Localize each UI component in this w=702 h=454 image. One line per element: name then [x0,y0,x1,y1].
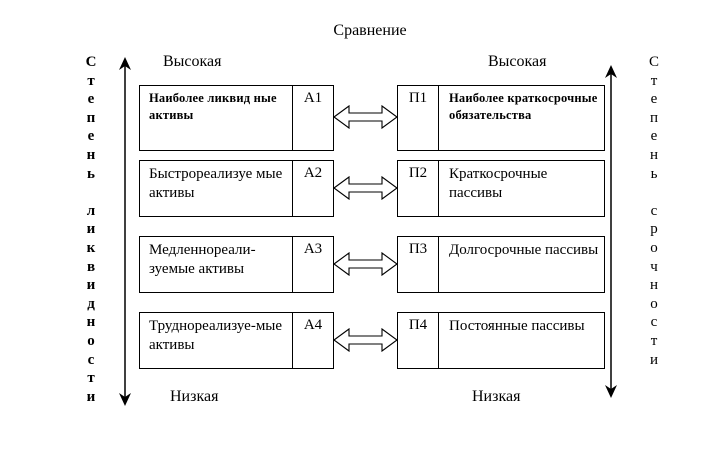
asset-description: Быстрореализуе мые активы [140,161,293,216]
vertical-label-letter: ь [87,165,95,182]
liability-description: Краткосрочные пассивы [449,166,548,201]
liability-box: П2 Краткосрочные пассивы [397,160,605,217]
liability-box: П4 Постоянные пассивы [397,312,605,369]
right-top-label: Высокая [488,53,547,70]
liability-code: П4 [398,313,439,368]
asset-code: A1 [303,90,323,106]
asset-box: Медленнореали-зуемые активы A3 [139,236,334,293]
vertical-label-letter: т [87,72,95,89]
vertical-label-letter: и [86,221,96,238]
liability-description: Постоянные пассивы [449,318,585,334]
asset-code: A4 [303,317,323,333]
vertical-label-letter: т [650,332,658,349]
vertical-label-letter: ч [650,258,658,275]
double-arrow-connector [333,104,398,130]
vertical-label-letter: о [87,332,95,349]
vertical-label-letter: С [648,54,659,70]
urgency-axis-arrow [605,65,617,398]
vertical-label-letter: р [650,221,658,238]
liability-code: П1 [398,86,439,150]
vertical-label-letter: п [86,109,96,126]
vertical-label-letter: с [650,314,658,331]
liability-code: П3 [398,237,439,292]
vertical-label-letter: о [650,295,658,312]
liability-description: Наиболее краткосрочные обязательства [449,91,598,122]
vertical-label-letter: и [86,277,96,294]
vertical-label-letter: н [86,314,96,331]
vertical-label-letter: н [86,146,96,163]
asset-box: Наиболее ликвид ные активы A1 [139,85,334,151]
vertical-label-letter: д [87,295,95,312]
vertical-label-letter: н [649,277,659,294]
asset-description: Наиболее ликвид ные активы [140,86,293,150]
vertical-label-letter: т [87,370,95,387]
asset-code: A3 [303,241,323,257]
vertical-label-letter: е [87,128,95,145]
asset-description: Медленнореали-зуемые активы [140,237,293,292]
left-bottom-label: Низкая [170,388,219,405]
vertical-label-letter: н [649,146,659,163]
vertical-label-letter: с [650,202,658,219]
asset-code: A2 [303,165,323,181]
left-top-label: Высокая [163,53,222,70]
vertical-label-letter: к [86,239,96,256]
asset-box: Быстрореализуе мые активы A2 [139,160,334,217]
vertical-label-letter: с [87,351,95,368]
liquidity-axis-arrow [119,57,131,406]
asset-box: Труднореализуе-мые активы A4 [139,312,334,369]
double-arrow-connector [333,327,398,353]
vertical-label-letter: е [87,91,95,108]
vertical-label-letter: и [649,351,659,368]
vertical-label-letter: ь [650,165,658,182]
liability-description: Долгосрочные пассивы [449,242,599,258]
liability-box: П1 Наиболее краткосрочные обязательства [397,85,605,151]
vertical-label-letter: л [86,202,96,219]
vertical-label-letter: е [650,91,658,108]
vertical-label-letter: е [650,128,658,145]
double-arrow-connector [333,175,398,201]
vertical-label-letter: в [86,258,96,275]
asset-description: Труднореализуе-мые активы [140,313,293,368]
liability-code: П2 [398,161,439,216]
vertical-label-letter: и [86,388,96,405]
vertical-label-letter: п [649,109,659,126]
vertical-label-letter: С [85,54,97,70]
vertical-label-letter: о [650,239,658,256]
vertical-label-letter: т [650,72,658,89]
right-bottom-label: Низкая [472,388,521,405]
liability-box: П3 Долгосрочные пассивы [397,236,605,293]
diagram-title: Сравнение [333,22,407,39]
double-arrow-connector [333,251,398,277]
